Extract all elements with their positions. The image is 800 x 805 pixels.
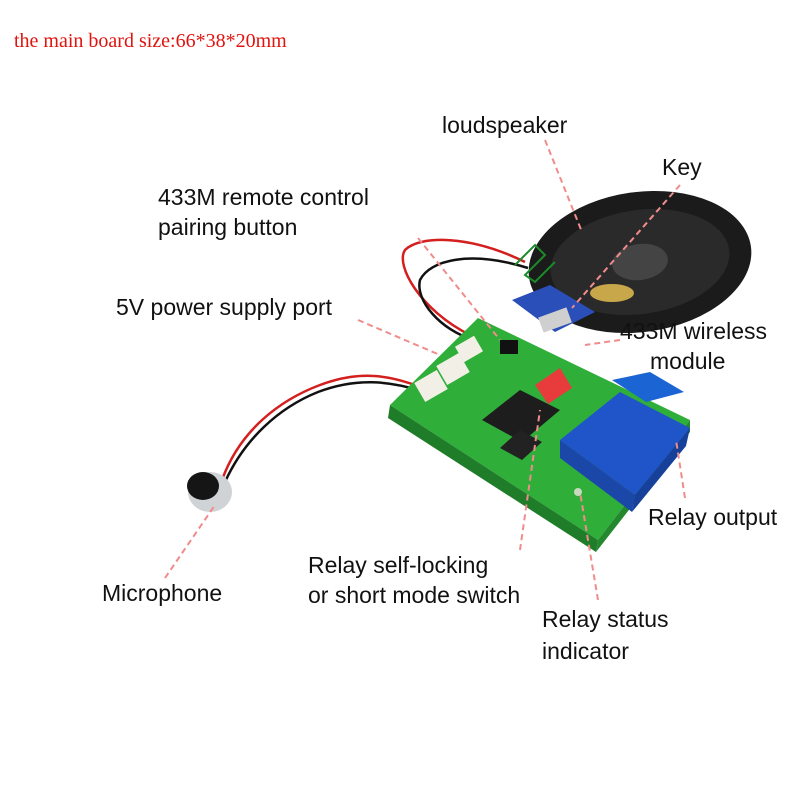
label-status-line1: Relay status: [542, 606, 669, 632]
label-wireless-line2: module: [650, 348, 726, 374]
label-microphone: Microphone: [102, 580, 223, 606]
annotation-leaders: [164, 139, 686, 601]
microphone-image: [187, 472, 232, 512]
label-key: Key: [662, 154, 702, 180]
board-size-caption: the main board size:66*38*20mm: [14, 30, 287, 52]
label-mode-switch-line1: Relay self-locking: [308, 552, 489, 578]
label-pairing-line1: 433M remote control: [158, 184, 369, 210]
loudspeaker-image: [528, 190, 752, 334]
main-board-image: [388, 285, 690, 552]
label-power-port: 5V power supply port: [116, 294, 333, 320]
label-mode-switch-line2: or short mode switch: [308, 582, 521, 608]
label-status-line2: indicator: [542, 638, 629, 664]
label-wireless-line1: 433M wireless: [620, 318, 767, 344]
label-loudspeaker: loudspeaker: [442, 112, 568, 138]
label-pairing-line2: pairing button: [158, 214, 298, 240]
label-relay-output: Relay output: [648, 504, 778, 530]
